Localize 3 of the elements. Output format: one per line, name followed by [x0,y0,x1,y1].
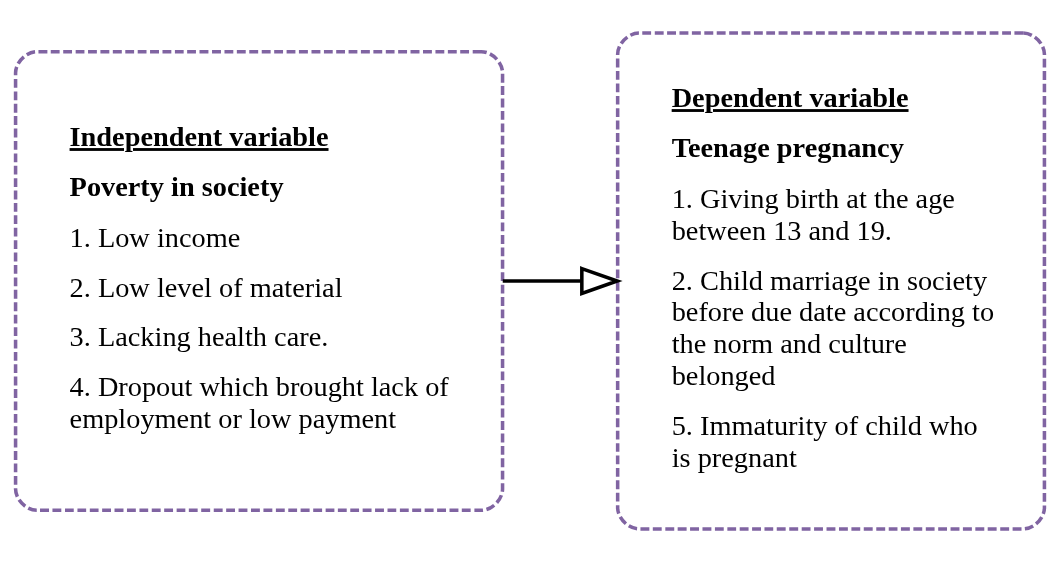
node-box: Dependent variable Teenage pregnancy 1. Giving birth at the age between 13 and 19. 2. Child marriage in society before due date according to the norm and culture belonged 5. Immaturity of child who is pregnant [615,30,1047,531]
arrow [502,265,623,296]
node-box: Independent variable Poverty in society 1. Low income 2. Low level of material 3. Lacking health care. 4. Dropout which brought lack of employment or low payment [13,49,505,512]
